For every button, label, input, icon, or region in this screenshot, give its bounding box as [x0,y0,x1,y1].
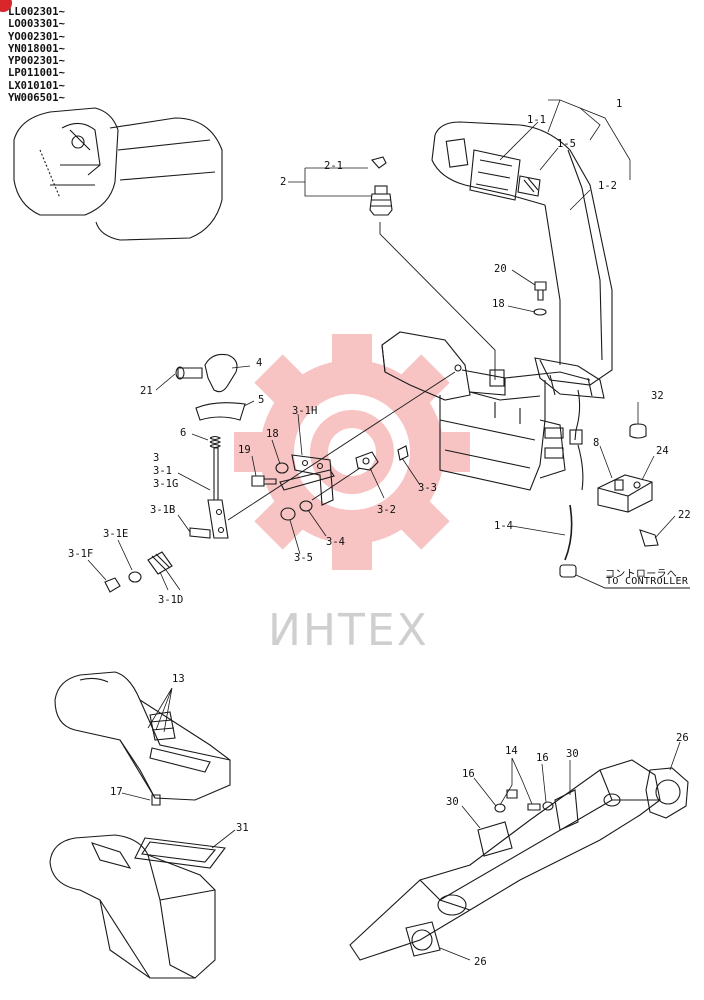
serial-code: YO002301~ [8,30,65,43]
washer-3-4 [299,500,313,512]
callout-1-2: 1-2 [598,180,617,192]
callout-30-right: 30 [566,748,579,760]
callout-1: 1 [616,98,623,110]
bolt-20-washer-18 [533,281,547,316]
bushing-3-1D [147,551,173,575]
washer-18 [275,462,289,474]
callout-3-1F: 3-1F [68,548,94,560]
callout-3-4: 3-4 [326,536,345,548]
callout-21: 21 [140,385,153,397]
knob-4 [175,353,238,393]
mounting-bracket-assembly [381,331,591,491]
boot-plate-5 [195,402,246,421]
callout-24: 24 [656,445,669,457]
left-console-assembly [49,671,231,979]
callout-2: 2 [280,176,287,188]
callout-3-1D: 3-1D [158,594,184,606]
callout-1-5: 1-5 [557,138,576,150]
controller-note-jp: コントローラへ [605,569,678,580]
callout-14: 14 [505,745,518,757]
harness-1-4 [564,504,573,561]
callout-18-mid: 18 [266,428,279,440]
nut-3-5 [280,507,296,521]
callout-3-2: 3-2 [377,504,396,516]
nut-3-1E [128,571,142,583]
right-duct-assembly [349,759,689,961]
callout-3-1H: 3-1H [292,405,318,417]
callout-2-1: 2-1 [324,160,343,172]
callout-13: 13 [172,673,185,685]
callout-1-4: 1-4 [494,520,513,532]
spring-6 [209,435,222,449]
callout-26-top: 26 [676,732,689,744]
callout-3-5: 3-5 [294,552,313,564]
serial-code: LO003301~ [8,18,65,31]
serial-code: YW006501~ [8,92,65,105]
serial-code: YN018001~ [8,42,65,55]
callout-1-1: 1-1 [527,114,546,126]
callout-3: 3 [153,452,160,464]
callout-19: 19 [238,444,251,456]
callout-3-1G: 3-1G [153,478,179,490]
controller-box-8 [597,423,659,547]
callout-26-bottom: 26 [474,956,487,968]
callout-3-1: 3-1 [153,465,172,477]
callout-30-left: 30 [446,796,459,808]
part-2-boot [369,156,496,380]
callout-20: 20 [494,263,507,275]
serial-code: LP011001~ [8,67,65,80]
seat-thumbnail [13,107,223,241]
corner-badge-icon [0,0,12,12]
callout-5: 5 [258,394,265,406]
callout-22: 22 [678,509,691,521]
connector-plug [559,564,577,578]
leader-lines [87,99,681,961]
callout-16-right: 16 [536,752,549,764]
lever-3 [189,371,456,539]
callout-16-left: 16 [462,768,475,780]
controller-pointer-line [575,574,690,589]
serial-code: YP002301~ [8,55,65,68]
callout-3-1E: 3-1E [103,528,129,540]
controller-note-en: TO CONTROLLER [606,576,689,587]
callout-17: 17 [110,786,123,798]
linkage-3-2 [311,445,409,501]
callout-6: 6 [180,427,187,439]
serial-number-list: LL002301~ LO003301~ YO002301~ YN018001~ … [8,6,65,104]
nut-3-1F [104,577,121,593]
callout-4: 4 [256,357,263,369]
watermark-text: ИНТЕХ [268,605,429,656]
serial-code: LL002301~ [8,6,65,18]
callout-18-top: 18 [492,298,505,310]
callout-31: 31 [236,822,249,834]
serial-code: LX010101~ [8,79,65,92]
bracket-3-1H [279,454,335,506]
callout-32: 32 [651,390,664,402]
callout-8: 8 [593,437,600,449]
right-console-assembly [431,121,613,491]
callout-3-1B: 3-1B [150,504,176,516]
callout-3-3: 3-3 [418,482,437,494]
bolt-19 [251,475,277,487]
